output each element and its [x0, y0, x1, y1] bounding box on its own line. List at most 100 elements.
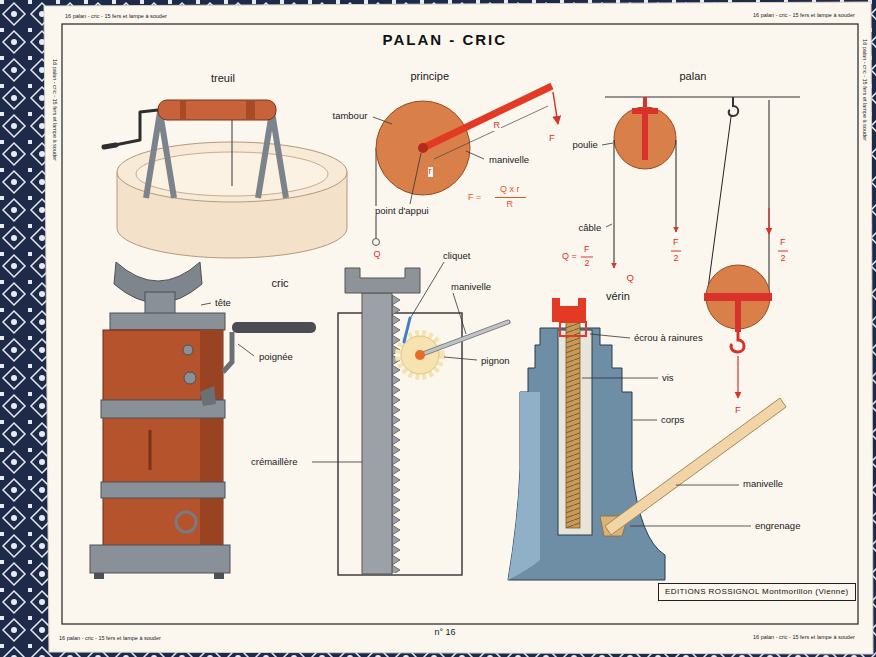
- margin-note: 16 palan - cric - 15 fers et lampe à sou…: [58, 635, 162, 641]
- part-label: écrou à rainures: [633, 333, 704, 343]
- margin-note: 16 palan - cric - 15 fers et lampe à sou…: [752, 12, 856, 18]
- hoist-illustration: [731, 332, 744, 352]
- hoist-illustration: [605, 96, 800, 97]
- leader-line: [312, 462, 362, 463]
- margin-note: 16 palan - cric - 15 fers et lampe à sou…: [52, 58, 58, 162]
- leader-line: [590, 334, 630, 338]
- part-label: poignée: [258, 352, 294, 362]
- jack-illustration: [103, 330, 223, 548]
- part-label: manivelle: [742, 479, 784, 489]
- jack-illustration: [176, 512, 196, 532]
- winch-illustration: [104, 145, 116, 147]
- screw-jack-illustration: [566, 320, 580, 528]
- hoist-illustration: [778, 251, 788, 252]
- winch-illustration: [110, 110, 158, 146]
- force-symbol: Q: [373, 250, 382, 260]
- force-symbol: 2: [780, 254, 787, 264]
- rack-mechanism: [362, 293, 392, 574]
- part-label: poulie: [572, 140, 599, 150]
- principle-illustration: [495, 197, 526, 198]
- poster-title: PALAN - CRIC: [383, 32, 508, 49]
- principle-illustration: [418, 143, 428, 153]
- hoist-illustration: [769, 100, 770, 296]
- leader-line: [411, 262, 444, 317]
- rack-mechanism: [401, 336, 439, 374]
- margin-note: 16 palan - cric - 15 fers et lampe à sou…: [64, 13, 168, 19]
- leader-line: [201, 303, 211, 305]
- leader-line: [453, 293, 466, 334]
- section-heading: principe: [410, 70, 451, 82]
- part-label: point d'appui: [374, 206, 430, 216]
- part-label: manivelle: [450, 282, 492, 292]
- margin-note: 16 palan - cric - 15 fers et lampe à sou…: [862, 38, 868, 142]
- hoist-illustration: [735, 297, 741, 332]
- leader-line: [410, 153, 421, 204]
- poster-sheet: [44, 2, 873, 654]
- formula-term: F =: [467, 193, 482, 203]
- formula-term: 2: [584, 259, 591, 269]
- hoist-illustration: [671, 251, 681, 252]
- jack-illustration: [101, 482, 225, 498]
- jack-illustration: [200, 386, 216, 406]
- force-symbol: 2: [673, 254, 680, 264]
- screw-jack-illustration: [560, 322, 586, 336]
- winch-illustration: [231, 118, 232, 186]
- jack-illustration: [90, 262, 316, 579]
- hoist-illustration: [737, 356, 738, 398]
- leader-line: [606, 224, 612, 227]
- rack-mechanism: [415, 350, 425, 360]
- section-heading: vérin: [605, 290, 631, 302]
- part-label: manivelle: [488, 155, 530, 165]
- hoist-illustration: [768, 208, 769, 234]
- hoist-illustration: [614, 140, 615, 268]
- screw-jack-illustration: [508, 392, 540, 580]
- part-label: tambour: [332, 111, 369, 121]
- leader-line: [201, 117, 751, 526]
- formula-term: Q =: [561, 252, 578, 262]
- jack-illustration: [214, 573, 224, 579]
- jack-illustration: [223, 332, 232, 372]
- jack-illustration: [232, 322, 316, 333]
- part-label: cliquet: [442, 251, 471, 261]
- part-label: corps: [660, 415, 685, 425]
- jack-illustration: [149, 430, 152, 470]
- leader-line: [466, 151, 484, 159]
- winch-illustration: [146, 112, 174, 198]
- principle-illustration: [423, 86, 552, 148]
- winch-illustration: [104, 100, 347, 258]
- dimension-symbol: R: [493, 121, 502, 131]
- jack-illustration: [184, 372, 196, 384]
- winch-illustration: [246, 100, 255, 120]
- section-heading: treuil: [210, 72, 236, 84]
- part-label: tête: [214, 298, 232, 308]
- leader-line: [602, 143, 613, 145]
- force-symbol: F: [779, 238, 787, 248]
- winch-illustration: [158, 100, 276, 120]
- principle-illustration: [373, 86, 559, 246]
- jack-illustration: [200, 330, 223, 548]
- hoist-illustration: [632, 108, 658, 160]
- hoist-illustration: [581, 97, 800, 398]
- jack-illustration: [110, 313, 225, 330]
- leader-line: [582, 378, 658, 379]
- screw-jack-illustration: [605, 398, 786, 535]
- part-label: câble: [578, 223, 603, 233]
- leader-line: [444, 357, 477, 360]
- screw-jack-illustration: [508, 328, 665, 580]
- jack-illustration: [90, 545, 230, 573]
- publisher-imprint: EDITIONS ROSSIGNOL Montmorillon (Vienne): [665, 587, 849, 597]
- hoist-illustration: [676, 140, 677, 232]
- winch-illustration: [258, 112, 286, 198]
- hoist-illustration: [581, 257, 593, 258]
- publisher-box: EDITIONS ROSSIGNOL Montmorillon (Vienne): [658, 583, 856, 601]
- part-label: crémaillère: [250, 457, 298, 467]
- jack-illustration: [94, 573, 104, 579]
- principle-illustration: [375, 148, 376, 238]
- poster-sheet: [44, 2, 873, 654]
- principle-illustration: [376, 101, 470, 195]
- force-symbol: Q: [626, 273, 635, 283]
- hoist-illustration: [729, 97, 738, 116]
